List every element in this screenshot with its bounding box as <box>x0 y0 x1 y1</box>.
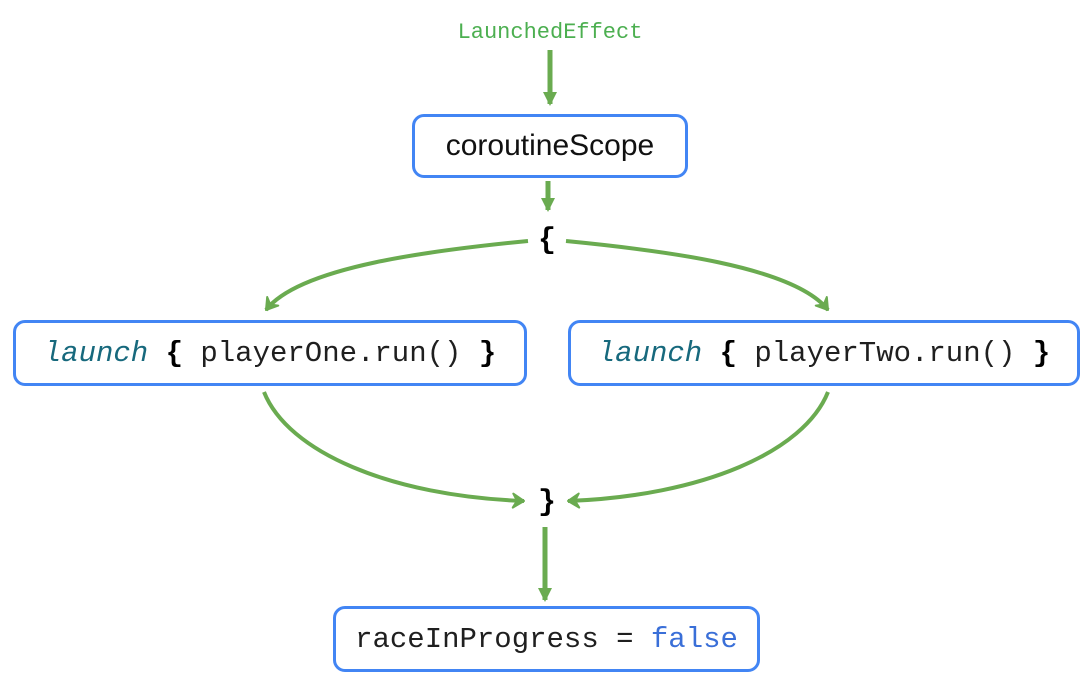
open-brace: { <box>165 336 183 370</box>
player-two-call: playerTwo.run() <box>754 336 1016 370</box>
join-close-brace: } <box>537 486 556 520</box>
arrow-open-brace-to-launch-two <box>565 239 830 312</box>
launch-player-one-node: launch { playerOne.run()} <box>13 320 527 386</box>
launched-effect-label: LaunchedEffect <box>457 20 643 45</box>
close-brace: } <box>1032 336 1051 370</box>
launch-keyword: launch <box>597 336 703 370</box>
close-brace: } <box>478 336 497 370</box>
coroutine-scope-label: coroutineScope <box>445 129 655 162</box>
launch-keyword: launch <box>43 336 149 370</box>
arrow-launch-one-to-close-brace <box>262 391 525 509</box>
race-result-node: raceInProgress = false <box>333 606 760 672</box>
result-variable: raceInProgress <box>355 622 599 656</box>
player-one-call: playerOne.run() <box>200 336 462 370</box>
open-brace: { <box>719 336 737 370</box>
equals-operator: = <box>616 622 634 656</box>
arrow-launch-two-to-close-brace <box>567 391 830 509</box>
result-value: false <box>650 622 738 656</box>
arrow-open-brace-to-launch-one <box>264 239 529 312</box>
launch-player-two-node: launch { playerTwo.run()} <box>568 320 1080 386</box>
coroutine-scope-node: coroutineScope <box>412 114 688 178</box>
fork-open-brace: { <box>537 224 556 258</box>
